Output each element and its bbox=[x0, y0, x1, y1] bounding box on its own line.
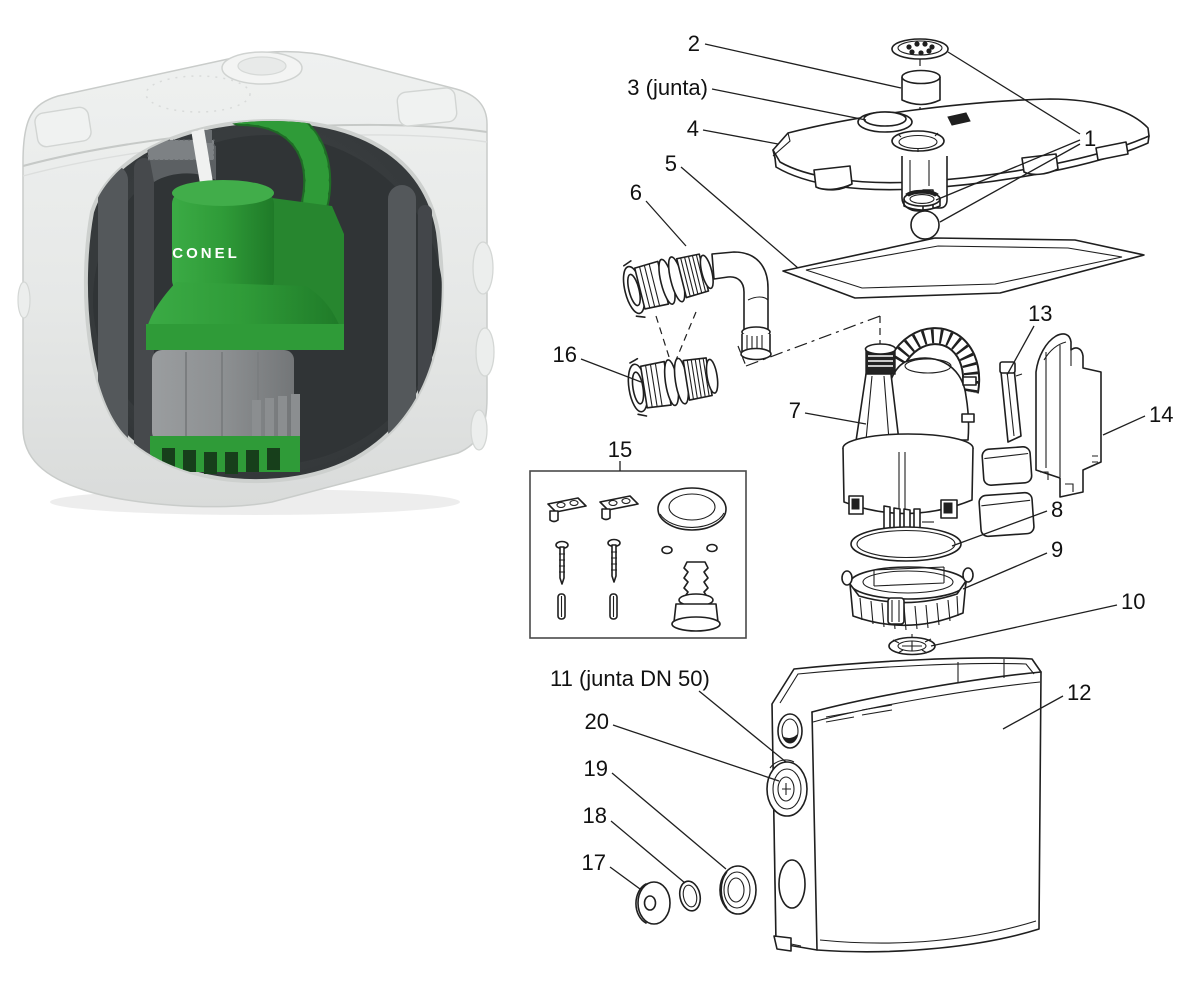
kit-cap-a bbox=[661, 545, 673, 555]
callout-17: 17 bbox=[582, 850, 606, 875]
kit-clamp-b bbox=[599, 495, 639, 521]
kit-screw-a bbox=[555, 540, 569, 585]
pump-base-slots bbox=[162, 448, 280, 474]
kit-screw-b bbox=[607, 538, 621, 583]
callout-15: 15 bbox=[608, 437, 632, 462]
kit-pin-b bbox=[609, 593, 618, 620]
callout-2: 2 bbox=[688, 31, 700, 56]
lid-clip bbox=[1095, 141, 1129, 161]
interior-pipe-right bbox=[388, 185, 416, 445]
leader-line-13 bbox=[1006, 325, 1035, 376]
assembly-centerlines bbox=[655, 59, 921, 367]
kit-gasket bbox=[657, 487, 727, 531]
leader-line-10 bbox=[930, 604, 1118, 647]
leader-line-9 bbox=[962, 552, 1048, 590]
leader-line-19 bbox=[611, 772, 727, 870]
part-2-cap bbox=[901, 69, 941, 106]
tank-knockout-top bbox=[777, 713, 803, 749]
side-knockout bbox=[470, 409, 488, 451]
callout-16: 16 bbox=[553, 342, 577, 367]
leader-line-1 bbox=[939, 143, 1081, 223]
leader-line-4 bbox=[702, 129, 779, 145]
part-1-vent-grille bbox=[891, 38, 949, 60]
part-16-coupling bbox=[623, 346, 723, 419]
kit-pin-a bbox=[557, 593, 566, 620]
leader-line-18 bbox=[610, 820, 686, 884]
callout-19: 19 bbox=[584, 756, 608, 781]
side-knockout bbox=[472, 241, 494, 295]
product-photo: CONEL bbox=[17, 50, 495, 515]
part-1-seal-ring bbox=[903, 189, 941, 211]
leader-line-1 bbox=[935, 139, 1081, 201]
lid-foot-right bbox=[1021, 153, 1059, 176]
leader-line-1 bbox=[947, 51, 1081, 135]
brand-logo: CONEL bbox=[172, 245, 240, 262]
part-19-plug bbox=[719, 865, 757, 915]
leader-line-20 bbox=[612, 724, 780, 782]
leader-line-7 bbox=[804, 412, 867, 425]
part-7-pump bbox=[842, 327, 981, 533]
lid-foot-left bbox=[813, 165, 853, 191]
callout-13: 13 bbox=[1028, 301, 1052, 326]
leader-line-16 bbox=[580, 358, 642, 383]
kit-clamp-a bbox=[547, 497, 587, 523]
callout-3: 3 (junta) bbox=[627, 75, 708, 100]
callout-14: 14 bbox=[1149, 402, 1173, 427]
part-1-float-ball bbox=[910, 210, 940, 240]
tank-knockout-bottom bbox=[778, 859, 806, 909]
part-5-gasket bbox=[782, 237, 1145, 299]
part-3-junta bbox=[857, 111, 913, 133]
part-8-oring bbox=[850, 526, 962, 562]
hinge-clip-right bbox=[396, 87, 458, 127]
side-knockout bbox=[475, 327, 495, 377]
leader-line-6 bbox=[645, 200, 687, 247]
callout-10: 10 bbox=[1121, 589, 1145, 614]
leader-line-2 bbox=[704, 43, 902, 89]
callout-4: 4 bbox=[687, 116, 699, 141]
part-17-disc bbox=[635, 881, 671, 925]
part-6-elbow-assembly bbox=[617, 241, 772, 361]
hinge-clip-left bbox=[34, 106, 92, 148]
leader-line-12 bbox=[1002, 695, 1064, 730]
callout-5: 5 bbox=[665, 151, 677, 176]
part-15-kit-box bbox=[529, 470, 747, 639]
leader-line-17 bbox=[609, 866, 641, 890]
motor-fins bbox=[252, 394, 300, 442]
leader-line-11 bbox=[698, 690, 787, 763]
part-18-ring bbox=[678, 880, 702, 912]
callout-18: 18 bbox=[583, 803, 607, 828]
callout-12: 12 bbox=[1067, 680, 1091, 705]
leader-line-14 bbox=[1102, 415, 1146, 436]
callout-7: 7 bbox=[789, 398, 801, 423]
part-12-tank bbox=[766, 657, 1042, 953]
leader-line-8 bbox=[951, 510, 1048, 547]
tank-foot bbox=[773, 935, 792, 952]
leader-line-3 bbox=[711, 88, 867, 121]
callout-8: 8 bbox=[1051, 497, 1063, 522]
callout-9: 9 bbox=[1051, 537, 1063, 562]
interior-pipe-left bbox=[98, 165, 128, 470]
kit-cap-b bbox=[706, 543, 718, 553]
callout-1: 1 bbox=[1084, 126, 1096, 151]
vent-perforation bbox=[145, 75, 251, 113]
cutaway-interior: CONEL bbox=[93, 120, 442, 474]
part-10-cap bbox=[888, 634, 936, 656]
pump-top bbox=[172, 190, 274, 294]
part-13-float-switch bbox=[978, 361, 1035, 538]
callout-6: 6 bbox=[630, 180, 642, 205]
kit-barb-fitting bbox=[671, 561, 721, 632]
pump-flare bbox=[146, 282, 342, 332]
callout-20: 20 bbox=[585, 709, 609, 734]
callout-11: 11 (junta DN 50) bbox=[550, 666, 710, 691]
part-11-junta-dn50 bbox=[766, 759, 808, 817]
leader-line-5 bbox=[680, 166, 799, 269]
part-9-strainer bbox=[841, 566, 974, 631]
part-14-bracket bbox=[1035, 333, 1102, 498]
